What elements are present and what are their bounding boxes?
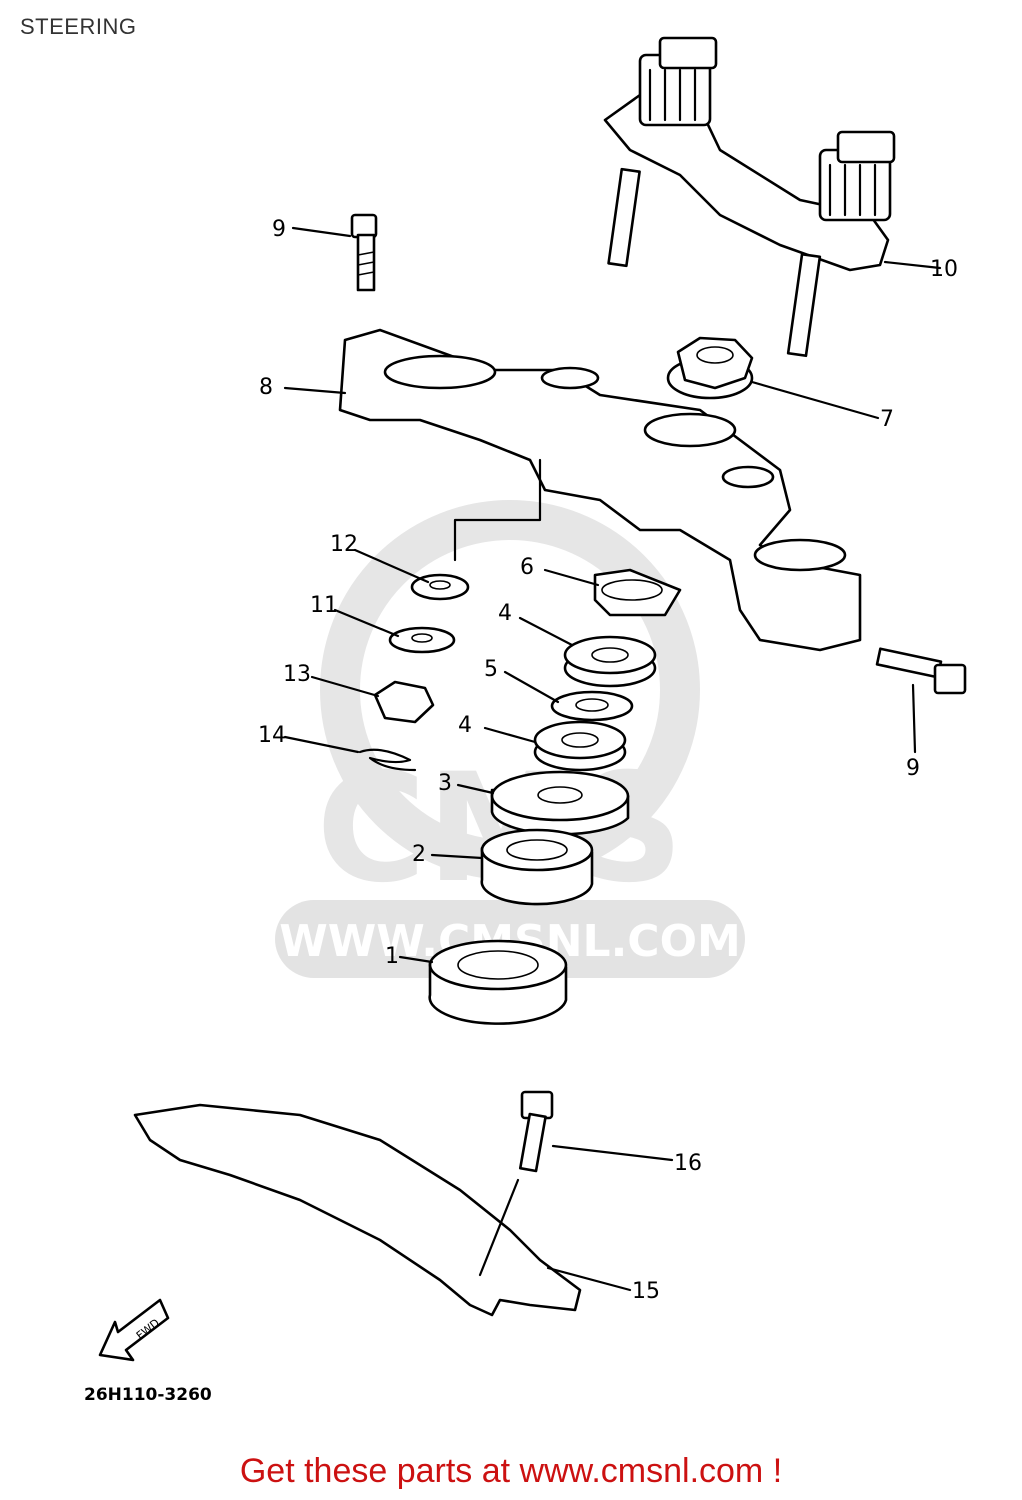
part-15-cover [133, 1103, 582, 1317]
callout-8: 8 [259, 375, 273, 400]
footer-link[interactable]: Get these parts at www.cmsnl.com ! [239, 1452, 783, 1490]
part-7-nut [666, 336, 754, 400]
part-4-ring-nut-lower [533, 720, 627, 772]
page-title: STEERING [20, 14, 137, 39]
callout-11: 11 [310, 593, 338, 618]
part-1-bearing [428, 939, 568, 1025]
callout-4-lower: 4 [458, 713, 472, 738]
callout-4-upper: 4 [498, 601, 512, 626]
part-8-under-bracket [338, 328, 862, 652]
part-6-washer-plate [593, 568, 682, 617]
fwd-arrow-icon: FWD [98, 1298, 170, 1362]
drawing-code: 26H110-3260 [84, 1385, 212, 1405]
leader-lines [283, 226, 942, 1292]
callout-1: 1 [385, 944, 399, 969]
part-9-bolt-lower [875, 647, 967, 695]
callout-16: 16 [674, 1151, 702, 1176]
part-2-bearing [480, 828, 594, 906]
callout-5: 5 [484, 657, 498, 682]
part-11-washer [388, 626, 456, 654]
callout-6: 6 [520, 555, 534, 580]
part-14-cotter-pin [358, 748, 417, 772]
part-10-handlebar-holder [603, 36, 896, 358]
part-5-lock-washer [550, 690, 634, 722]
callout-12: 12 [330, 532, 358, 557]
callout-7: 7 [880, 407, 894, 432]
part-13-nut [373, 680, 435, 724]
callout-3: 3 [438, 771, 452, 796]
callout-14: 14 [258, 723, 286, 748]
callout-15: 15 [632, 1279, 660, 1304]
callout-2: 2 [412, 842, 426, 867]
part-4-ring-nut-upper [563, 635, 657, 688]
part-16-bolt [518, 1090, 554, 1173]
callout-numbers: 9 10 8 7 12 6 11 4 5 13 4 14 3 2 1 9 16 … [258, 217, 958, 1304]
callout-9-upper: 9 [272, 217, 286, 242]
callout-9-lower: 9 [906, 756, 920, 781]
callout-10: 10 [930, 257, 958, 282]
part-9-bolt-upper [350, 213, 378, 292]
part-3-cover [490, 770, 630, 836]
callout-13: 13 [283, 662, 311, 687]
